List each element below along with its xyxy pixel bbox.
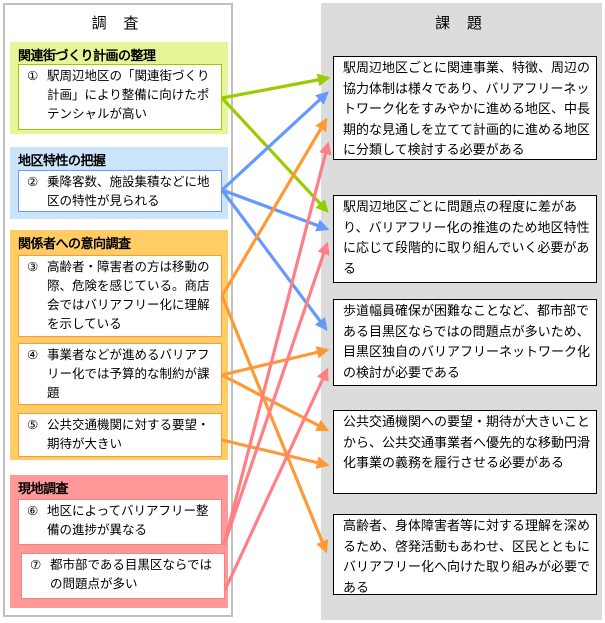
survey-item-7: ⑦ 都市部である目黒区ならではの問題点が多い [21, 553, 225, 599]
arrow-2-to-issue-1 [220, 91, 329, 192]
item-text: 公共交通機関に対する要望・期待が大きい [47, 417, 210, 451]
issue-box-2: 駅周辺地区ごとに問題点の程度に差があり、バリアフリー化の推進のため地区特性に応じ… [333, 195, 597, 283]
item-text: 地区によってバリアフリー整備の進捗が異なる [47, 503, 209, 537]
issue-text: 駅周辺地区ごとに関連事業、特徴、周辺の協力体制は様々であり、バリアフリーネットワ… [343, 61, 591, 158]
item-number: ④ [27, 347, 39, 362]
survey-item-5: ⑤ 公共交通機関に対する要望・期待が大きい [18, 413, 222, 457]
arrow-3-to-issue-1 [220, 117, 328, 297]
arrow-6-to-issue-1 [222, 141, 332, 546]
arrow-5-to-issue-4 [221, 438, 330, 469]
section-title: 関係者への意向調査 [18, 237, 131, 252]
survey-item-6: ⑥ 地区によってバリアフリー整備の進捗が異なる [18, 499, 222, 545]
arrow-6-to-issue-2 [222, 241, 330, 546]
section-title: 関連街づくり計画の整理 [18, 49, 156, 64]
issue-text: 歩道幅員確保が困難なことなど、都市部である目黒区ならではの問題点が多いため、目黒… [343, 304, 591, 381]
issues-column-title: 課 題 [435, 14, 488, 32]
arrow-4-to-issue-3 [221, 346, 330, 377]
section-district-characteristics: 地区特性の把握 ② 乗降客数、施設集積などに地区の特性が見られる [10, 147, 228, 219]
survey-item-3: ③ 高齢者・障害者の方は移動の際、危険を感じている。商店会ではバリアフリー化に理… [18, 255, 222, 337]
item-number: ② [27, 174, 39, 189]
item-number: ③ [27, 259, 39, 274]
issue-box-1: 駅周辺地区ごとに関連事業、特徴、周辺の協力体制は様々であり、バリアフリーネットワ… [333, 56, 597, 160]
item-number: ① [27, 68, 39, 83]
item-text: 乗降客数、施設集積などに地区の特性が見られる [47, 174, 210, 208]
issue-text: 高齢者、身体障害者等に対する理解を深めるため、啓発活動もあわせ、区民とともにバリ… [343, 519, 591, 596]
section-stakeholder-survey: 関係者への意向調査 ③ 高齢者・障害者の方は移動の際、危険を感じている。商店会で… [10, 230, 228, 460]
section-title: 地区特性の把握 [18, 154, 106, 169]
item-text: 高齢者・障害者の方は移動の際、危険を感じている。商店会ではバリアフリー化に理解を… [47, 259, 210, 331]
survey-item-2: ② 乗降客数、施設集積などに地区の特性が見られる [18, 170, 222, 212]
section-title: 現地調査 [18, 482, 69, 497]
section-district-plan-review: 関連街づくり計画の整理 ① 駅周辺地区の「関連街づくり計画」により整備に向けたポ… [10, 42, 228, 134]
item-number: ⑤ [27, 417, 39, 432]
arrow-3-to-issue-5 [220, 295, 329, 554]
issue-box-3: 歩道幅員確保が困難なことなど、都市部である目黒区ならではの問題点が多いため、目黒… [333, 299, 597, 386]
section-field-survey: 現地調査 ⑥ 地区によってバリアフリー整備の進捗が異なる ⑦ 都市部である目黒区… [10, 475, 228, 608]
item-text: 駅周辺地区の「関連街づくり計画」により整備に向けたポテンシャルが高い [47, 68, 210, 121]
issue-box-5: 高齢者、身体障害者等に対する理解を深めるため、啓発活動もあわせ、区民とともにバリ… [333, 514, 597, 596]
item-number: ⑥ [27, 503, 39, 518]
issue-box-4: 公共交通機関への要望・期待が大きいことから、公共交通事業者へ優先的な移動円滑化事… [333, 410, 597, 494]
survey-item-1: ① 駅周辺地区の「関連街づくり計画」により整備に向けたポテンシャルが高い [18, 64, 222, 130]
item-text: 事業者などが進めるバリアフリー化では予算的な制約が課題 [47, 347, 210, 400]
survey-column-title: 調 査 [91, 14, 145, 32]
arrow-1-to-issue-2 [220, 96, 329, 213]
survey-item-4: ④ 事業者などが進めるバリアフリー化では予算的な制約が課題 [18, 343, 222, 405]
arrow-7-to-issue-3 [223, 367, 329, 591]
arrow-2-to-issue-3 [220, 189, 328, 332]
item-text: 都市部である目黒区ならではの問題点が多い [50, 557, 213, 591]
arrow-4-to-issue-4 [221, 373, 330, 432]
issue-text: 公共交通機関への要望・期待が大きいことから、公共交通事業者へ優先的な移動円滑化事… [343, 415, 591, 471]
item-number: ⑦ [30, 557, 42, 572]
arrow-1-to-issue-1 [221, 73, 331, 100]
issue-text: 駅周辺地区ごとに問題点の程度に差があり、バリアフリー化の推進のため地区特性に応じ… [343, 200, 590, 277]
arrow-2-to-issue-2 [221, 188, 330, 232]
